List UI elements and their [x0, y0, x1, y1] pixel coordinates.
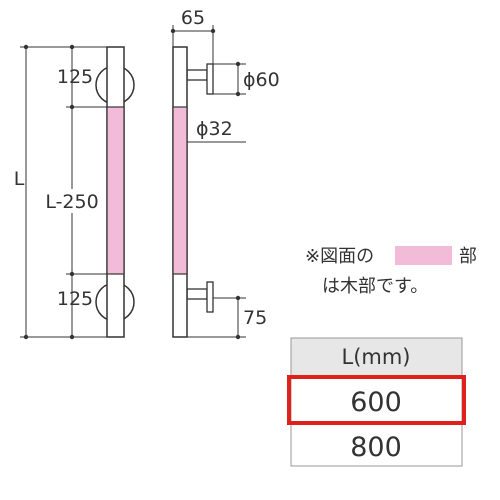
base-height-label: 75: [243, 307, 267, 329]
front-view: [95, 46, 135, 338]
projection-label: 65: [181, 7, 205, 29]
overall-length-label: L: [14, 168, 25, 190]
base-diameter-label: ϕ60: [243, 69, 280, 91]
wood-length-label: L-250: [45, 191, 98, 213]
wood-length-label-bg: [40, 189, 104, 213]
bar-diameter-label: ϕ32: [196, 118, 233, 140]
selected-row-highlight: [287, 375, 466, 425]
side-top-base-plate: [206, 63, 214, 95]
side-dimension-ticks: [170, 28, 241, 340]
note-wood-swatch: [395, 246, 452, 265]
note-line1-suffix: 部: [459, 246, 477, 267]
top-offset-label: 125: [57, 66, 93, 88]
side-bottom-post: [186, 288, 208, 300]
size-table-row-600[interactable]: 600: [350, 387, 402, 418]
wood-note: ※図面の 部 は木部です。: [305, 246, 477, 297]
size-table-header: L(mm): [342, 345, 411, 369]
size-table-cell: 800: [350, 432, 402, 463]
size-table-header-bg: [291, 338, 462, 376]
side-top-post: [186, 69, 208, 81]
note-line2: は木部です。: [322, 276, 428, 297]
size-table: L(mm) 600 800: [287, 337, 466, 467]
side-bottom-base-plate: [206, 281, 214, 313]
bottom-offset-label: 125: [57, 288, 93, 310]
side-view: [172, 46, 214, 338]
side-wood-section: [172, 106, 188, 275]
note-line1-prefix: ※図面の: [305, 246, 374, 267]
front-wood-section: [106, 106, 125, 275]
front-dimension-ticks: [23, 44, 75, 340]
size-table-cell: 600: [350, 387, 402, 418]
size-table-row-800[interactable]: 800: [350, 432, 402, 463]
